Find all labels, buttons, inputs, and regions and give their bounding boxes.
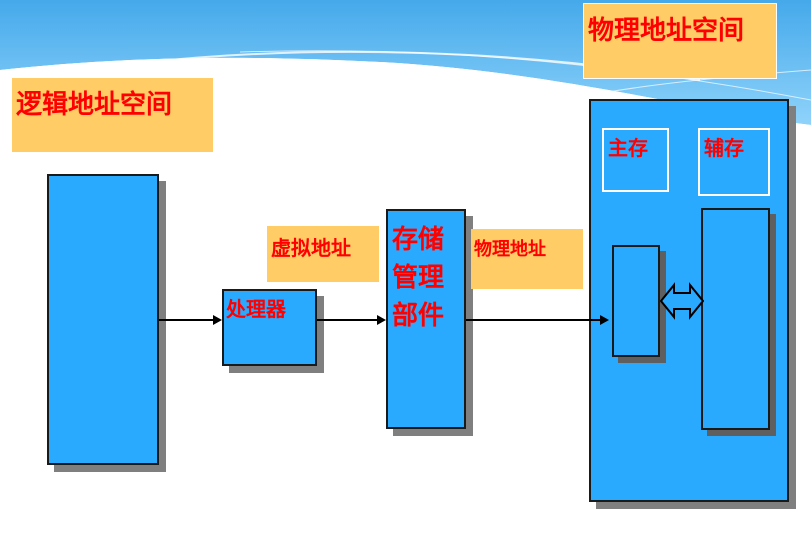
arrow-head-processor (213, 315, 222, 325)
swap-double-arrow-icon (660, 282, 704, 320)
logical-address-space-box (47, 174, 159, 465)
secondary-storage-block (701, 208, 770, 430)
physical-address-space-label: 物理地址空间 (583, 3, 777, 79)
virtual-address-label: 虚拟地址 (267, 226, 379, 282)
arrow-head-physical (600, 315, 609, 325)
main-memory-label: 主存 (602, 128, 669, 192)
arrow-logical-to-processor (159, 319, 214, 321)
mmu-label-line3: 部件 (392, 301, 445, 331)
arrow-processor-to-mmu (317, 319, 378, 321)
arrow-head-mmu (377, 315, 386, 325)
mmu-label-line2: 管理 (392, 263, 445, 293)
physical-address-label: 物理地址 (471, 229, 583, 289)
logical-address-space-label: 逻辑地址空间 (12, 78, 213, 152)
arrow-mmu-to-physical (466, 319, 601, 321)
main-memory-block (612, 245, 660, 357)
processor-box: 处理器 (222, 289, 317, 366)
mmu-box: 存储 管理 部件 (386, 209, 466, 429)
secondary-storage-label: 辅存 (698, 128, 770, 196)
mmu-label: 存储 管理 部件 (392, 221, 444, 335)
mmu-label-line1: 存储 (392, 225, 445, 255)
processor-label: 处理器 (226, 297, 286, 321)
